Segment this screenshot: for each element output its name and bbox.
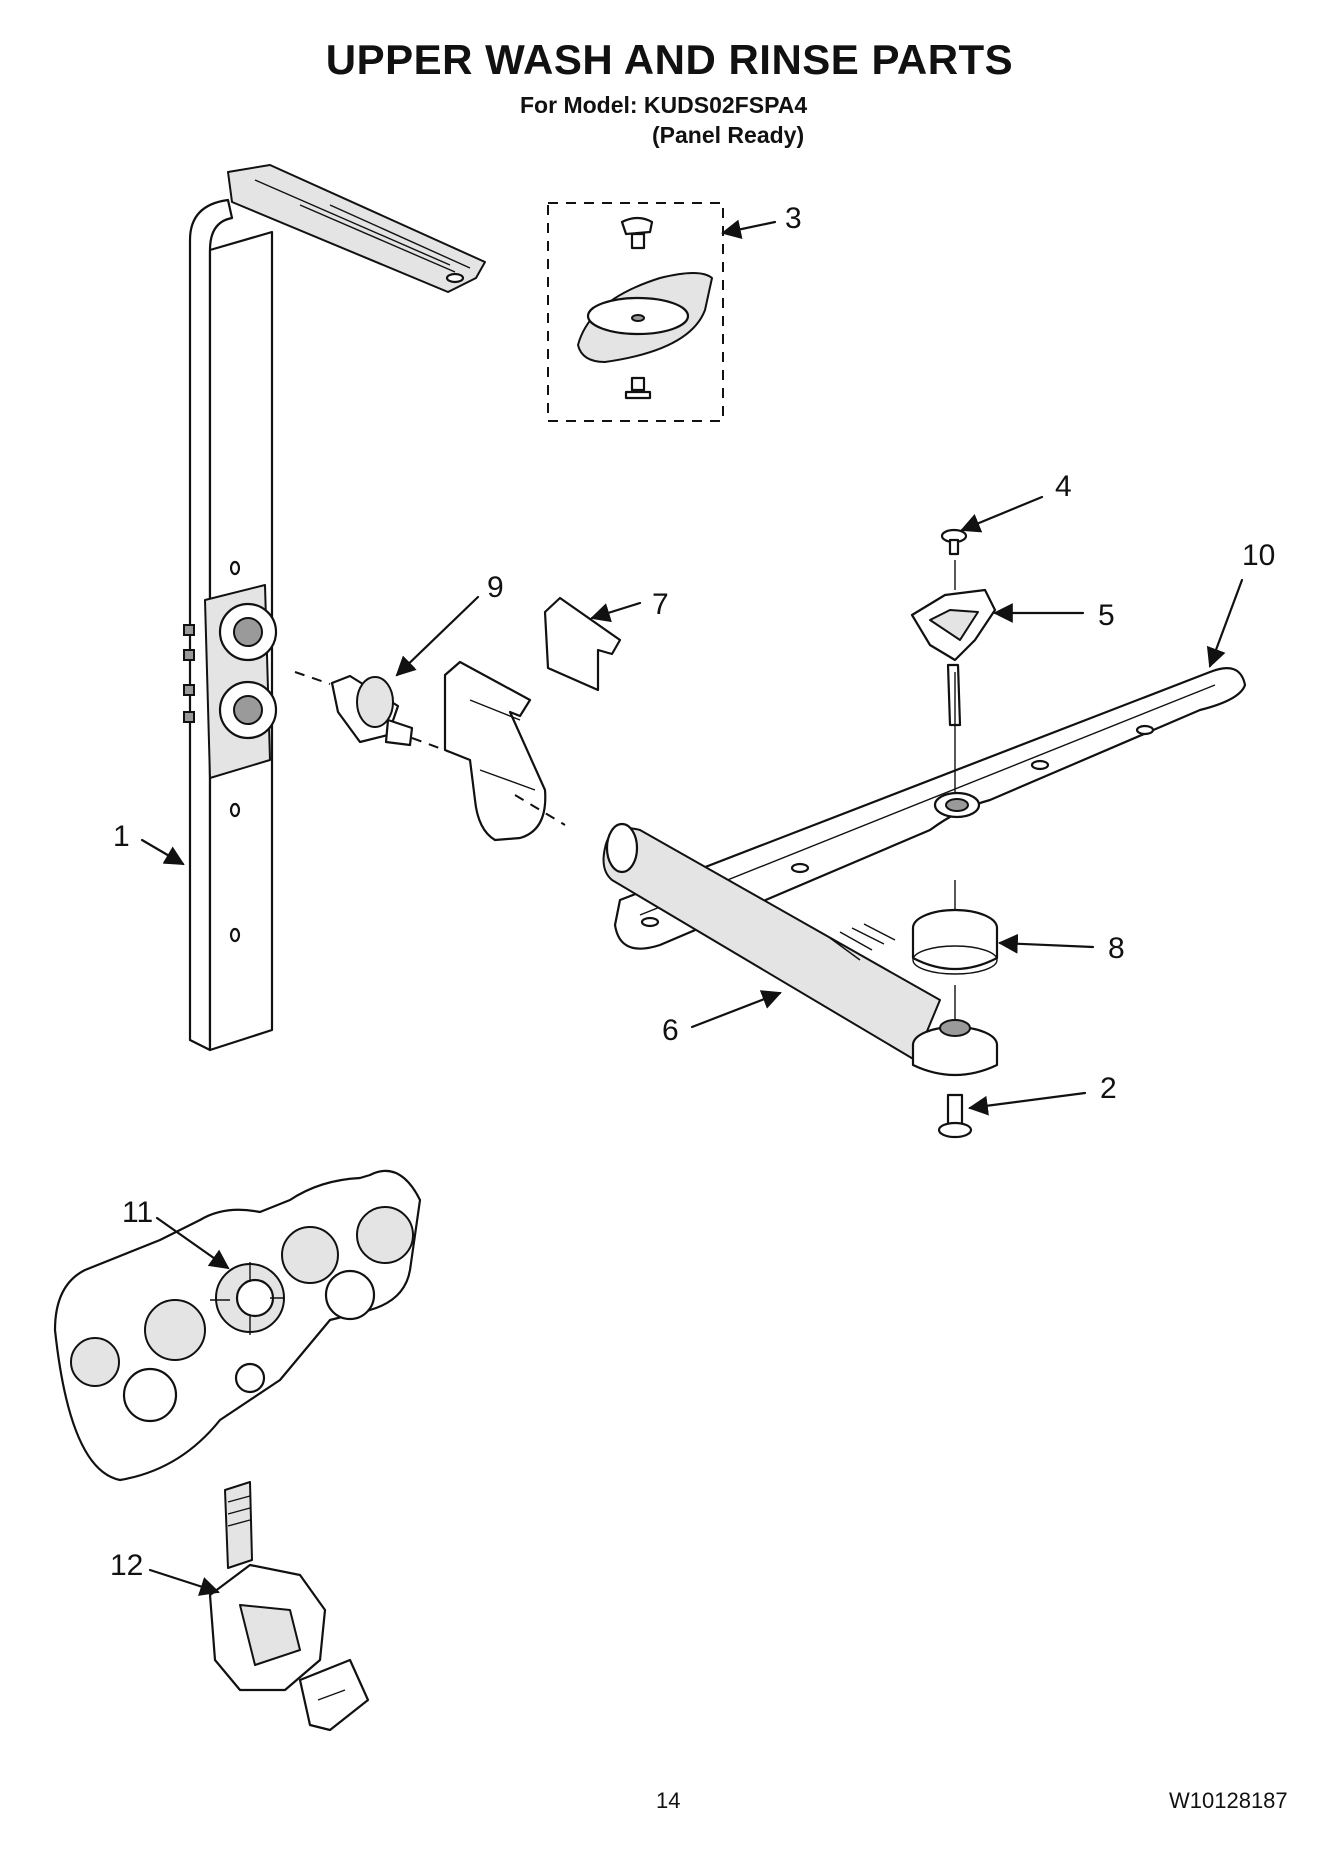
- part-9-valve: [294, 671, 451, 753]
- callout-1: 1: [113, 820, 130, 853]
- callout-2: 2: [1100, 1072, 1117, 1105]
- part-5-arm-mount: [910, 560, 997, 727]
- callout-5: 5: [1098, 599, 1115, 632]
- document-number: W10128187: [1169, 1788, 1288, 1813]
- callout-9: 9: [487, 571, 504, 604]
- page-number: 14: [656, 1788, 681, 1813]
- part-11-spray-manifold: [53, 1169, 422, 1482]
- callout-11: 11: [122, 1196, 153, 1229]
- callout-8: 8: [1108, 932, 1125, 965]
- page-title: UPPER WASH AND RINSE PARTS: [325, 36, 1014, 83]
- callout-leaders: [140, 219, 1244, 1596]
- part-7-bracket: [443, 596, 622, 842]
- part-8-bearing-ring: [911, 880, 999, 975]
- callout-4: 4: [1055, 470, 1072, 503]
- callout-3: 3: [785, 202, 802, 235]
- part-12-connector: [208, 1481, 370, 1732]
- callout-12: 12: [110, 1549, 143, 1582]
- part-4-screw: [940, 528, 968, 556]
- part-6-hub: [911, 985, 999, 1077]
- part-10-spray-arm: [613, 667, 1247, 950]
- part-3-bearing-assembly: [547, 202, 724, 422]
- part-1-supply-tube: [183, 164, 486, 1052]
- model-line: For Model: KUDS02FSPA4: [520, 92, 808, 118]
- part-2-screw: [937, 1093, 973, 1139]
- part-6-manifold: [602, 822, 941, 1061]
- callout-6: 6: [662, 1014, 679, 1047]
- variant-line: (Panel Ready): [652, 122, 805, 148]
- callout-7: 7: [652, 588, 669, 621]
- callout-10: 10: [1242, 539, 1275, 572]
